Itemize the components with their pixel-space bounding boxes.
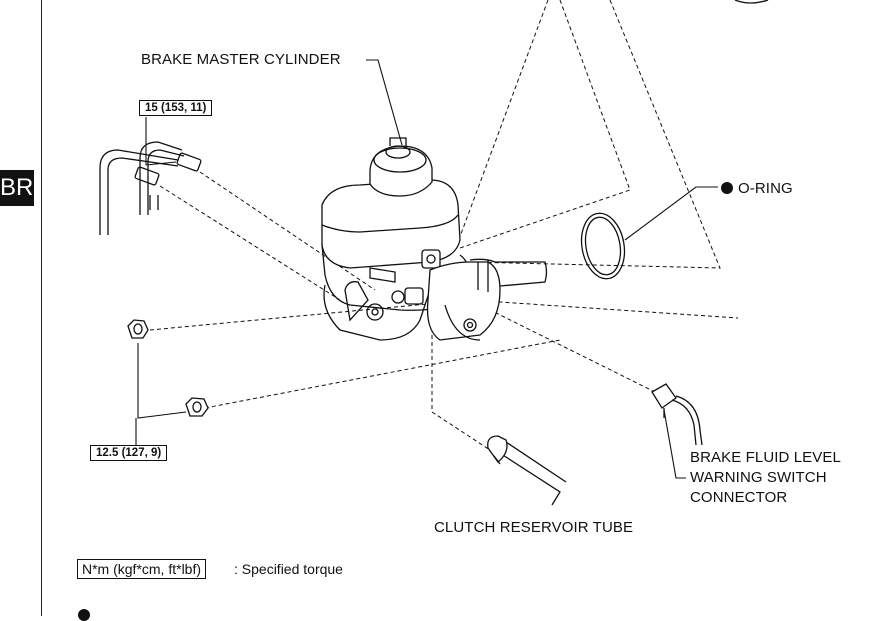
label-line-2: WARNING SWITCH xyxy=(690,469,827,486)
clutch-tube-part xyxy=(487,435,567,506)
mounting-nuts xyxy=(127,319,209,417)
label-line-1: BRAKE FLUID LEVEL xyxy=(690,449,841,466)
leader-lines xyxy=(135,59,718,479)
o-ring-marker-dot xyxy=(721,182,733,194)
connector-part xyxy=(651,383,703,446)
brake-master-cylinder-label: BRAKE MASTER CYLINDER xyxy=(141,51,341,68)
torque-spec-brake-lines: 15 (153, 11) xyxy=(139,100,213,116)
section-tab: BR xyxy=(0,170,34,206)
solid-dot-icon xyxy=(78,609,90,621)
o-ring-part xyxy=(580,212,626,280)
master-cylinder-body xyxy=(321,137,548,341)
torque-spec-mounting-nuts: 12.5 (127, 9) xyxy=(90,445,168,461)
torque-unit-legend: N*m (kgf*cm, ft*lbf) xyxy=(77,559,207,579)
alignment-lines xyxy=(149,0,739,451)
reservoir-edge xyxy=(734,0,769,4)
label-line-3: CONNECTOR xyxy=(690,489,788,506)
o-ring-label: O-RING xyxy=(738,180,793,197)
brake-fluid-level-connector-label: BRAKE FLUID LEVEL WARNING SWITCH CONNECT… xyxy=(690,448,841,508)
torque-legend-description: : Specified torque xyxy=(234,561,343,577)
brake-lines xyxy=(99,141,202,235)
page-margin-rule xyxy=(41,0,42,616)
clutch-reservoir-tube-label: CLUTCH RESERVOIR TUBE xyxy=(434,519,634,536)
